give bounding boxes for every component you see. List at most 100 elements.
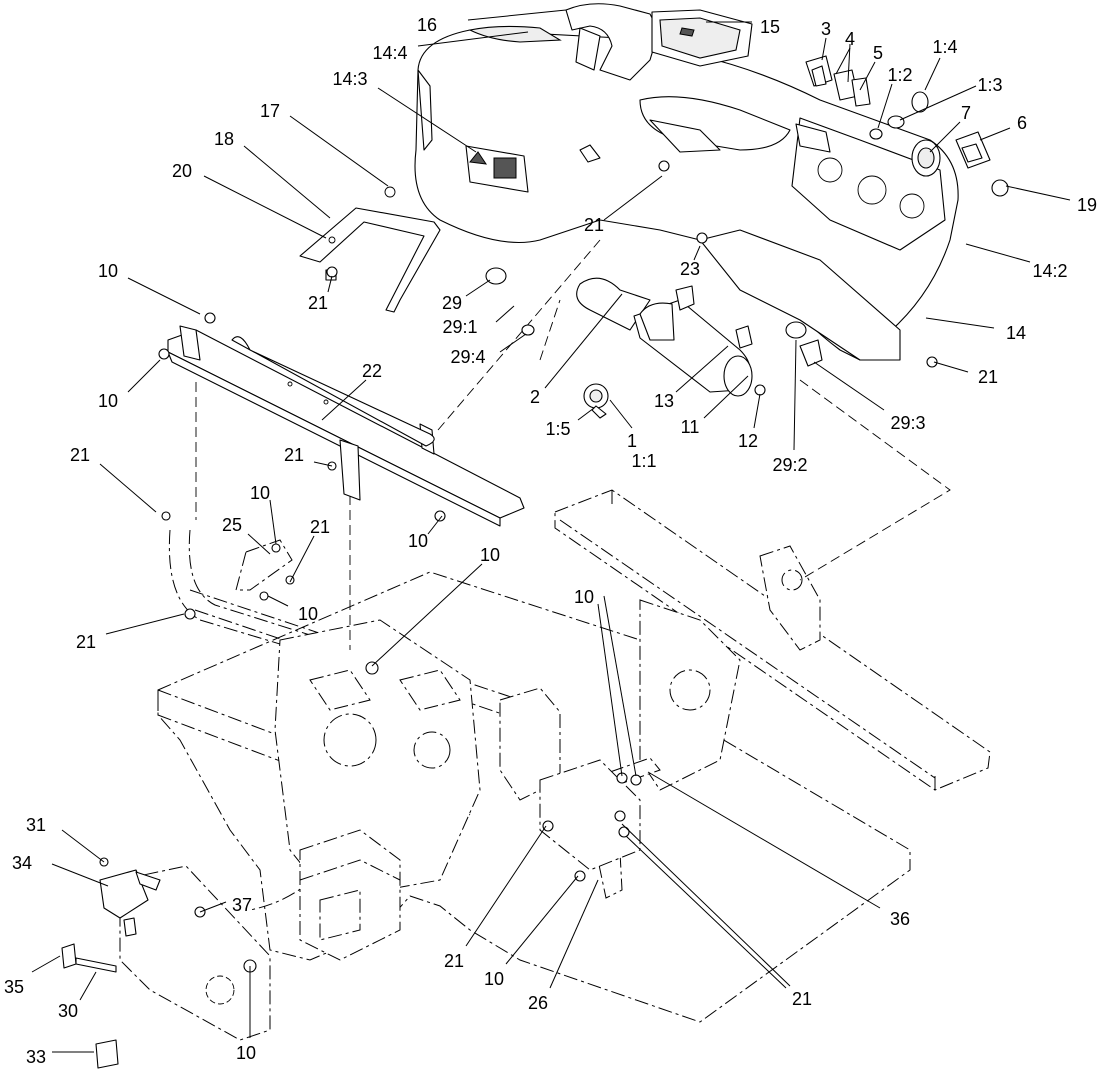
callout-label: 36 bbox=[890, 909, 910, 929]
leader-line bbox=[31, 955, 61, 973]
callout-label: 29:3 bbox=[890, 413, 925, 433]
callout-label: 3 bbox=[821, 19, 831, 39]
leader-line bbox=[577, 407, 595, 421]
callout-label: 16 bbox=[417, 15, 437, 35]
callout-label: 31 bbox=[26, 815, 46, 835]
callout-label: 14 bbox=[1006, 323, 1026, 343]
handle-and-cover bbox=[565, 3, 753, 81]
callout-label: 1:4 bbox=[932, 37, 957, 57]
callout-label: 21 bbox=[584, 215, 604, 235]
callout-label: 10 bbox=[574, 587, 594, 607]
callout-label: 30 bbox=[58, 1001, 78, 1021]
leader-line bbox=[549, 879, 599, 989]
leader-line bbox=[289, 535, 315, 583]
leader-line bbox=[499, 333, 527, 353]
leader-line bbox=[199, 901, 227, 913]
callout-label: 21 bbox=[284, 445, 304, 465]
callout-label: 21 bbox=[70, 445, 90, 465]
leader-line bbox=[899, 85, 977, 121]
leader-line bbox=[933, 361, 969, 373]
callout-label: 18 bbox=[214, 129, 234, 149]
callout-label: 10 bbox=[484, 969, 504, 989]
leader-line bbox=[371, 563, 483, 667]
leader-line bbox=[597, 603, 623, 777]
callout-label: 29:4 bbox=[450, 347, 485, 367]
callout-label: 29:2 bbox=[772, 455, 807, 475]
callout-label: 4 bbox=[845, 29, 855, 49]
callout-label: 10 bbox=[236, 1043, 256, 1063]
leader-line bbox=[61, 829, 105, 863]
callout-label: 5 bbox=[873, 43, 883, 63]
callout-label: 11 bbox=[681, 417, 700, 437]
callout-label: 35 bbox=[4, 977, 24, 997]
leader-line bbox=[753, 393, 761, 429]
key-switch bbox=[583, 383, 609, 419]
callout-label: 21 bbox=[978, 367, 998, 387]
leader-line bbox=[247, 533, 271, 555]
callout-label: 29 bbox=[442, 293, 462, 313]
callout-label: 10 bbox=[250, 483, 270, 503]
leader-line bbox=[289, 115, 389, 187]
leader-line bbox=[313, 461, 333, 467]
callout-label: 22 bbox=[362, 361, 382, 381]
leader-line bbox=[621, 823, 791, 987]
callout-label: 13 bbox=[654, 391, 674, 411]
leader-line bbox=[465, 825, 547, 947]
callout-label: 1 bbox=[627, 431, 637, 451]
leader-line bbox=[505, 875, 579, 965]
callout-label: 23 bbox=[680, 259, 700, 279]
callout-label: 33 bbox=[26, 1047, 46, 1067]
leader-line bbox=[267, 595, 289, 607]
leader-line bbox=[979, 127, 1011, 141]
leader-line bbox=[693, 245, 701, 261]
callout-label: 10 bbox=[98, 261, 118, 281]
leader-line bbox=[99, 463, 157, 513]
leader-line bbox=[243, 145, 331, 219]
leader-line bbox=[465, 279, 491, 297]
callout-label: 21 bbox=[308, 293, 328, 313]
leader-line bbox=[813, 361, 885, 411]
callout-label: 19 bbox=[1077, 195, 1097, 215]
leader-line bbox=[859, 61, 876, 91]
callout-label: 7 bbox=[961, 103, 971, 123]
callout-label: 14:3 bbox=[332, 69, 367, 89]
leader-line bbox=[821, 37, 827, 61]
callout-label: 21 bbox=[792, 989, 812, 1009]
leader-line bbox=[127, 359, 161, 393]
callout-label: 17 bbox=[260, 101, 280, 121]
leader-line bbox=[269, 499, 277, 545]
leader-lines bbox=[31, 9, 1071, 1053]
callout-label: 14:4 bbox=[372, 43, 407, 63]
leader-line bbox=[105, 613, 185, 635]
leader-line bbox=[321, 379, 367, 421]
callout-label: 12 bbox=[738, 431, 758, 451]
leader-line bbox=[1005, 185, 1071, 201]
leader-line bbox=[327, 275, 333, 293]
cross-bar-22 bbox=[167, 325, 525, 527]
callout-label: 1:5 bbox=[545, 419, 570, 439]
leader-line bbox=[427, 515, 443, 535]
leader-line bbox=[929, 121, 961, 153]
callout-label: 1:3 bbox=[977, 75, 1002, 95]
leader-line bbox=[877, 83, 893, 129]
callout-label: 14:2 bbox=[1032, 261, 1067, 281]
leader-line bbox=[675, 345, 729, 393]
pedal-sensor-group bbox=[61, 869, 161, 1069]
leader-line bbox=[203, 175, 327, 239]
leader-line bbox=[625, 835, 787, 989]
leader-line bbox=[417, 31, 529, 47]
leader-line bbox=[847, 43, 851, 83]
callout-label: 34 bbox=[12, 853, 32, 873]
callout-label: 1:2 bbox=[887, 65, 912, 85]
callout-label: 25 bbox=[222, 515, 242, 535]
callout-label: 10 bbox=[298, 604, 318, 624]
leader-line bbox=[467, 9, 567, 21]
leader-line bbox=[603, 175, 663, 221]
callout-label: 15 bbox=[760, 17, 780, 37]
leader-line bbox=[609, 399, 633, 429]
leader-line bbox=[835, 47, 851, 75]
leader-line bbox=[703, 375, 749, 419]
leader-line bbox=[79, 971, 97, 1001]
